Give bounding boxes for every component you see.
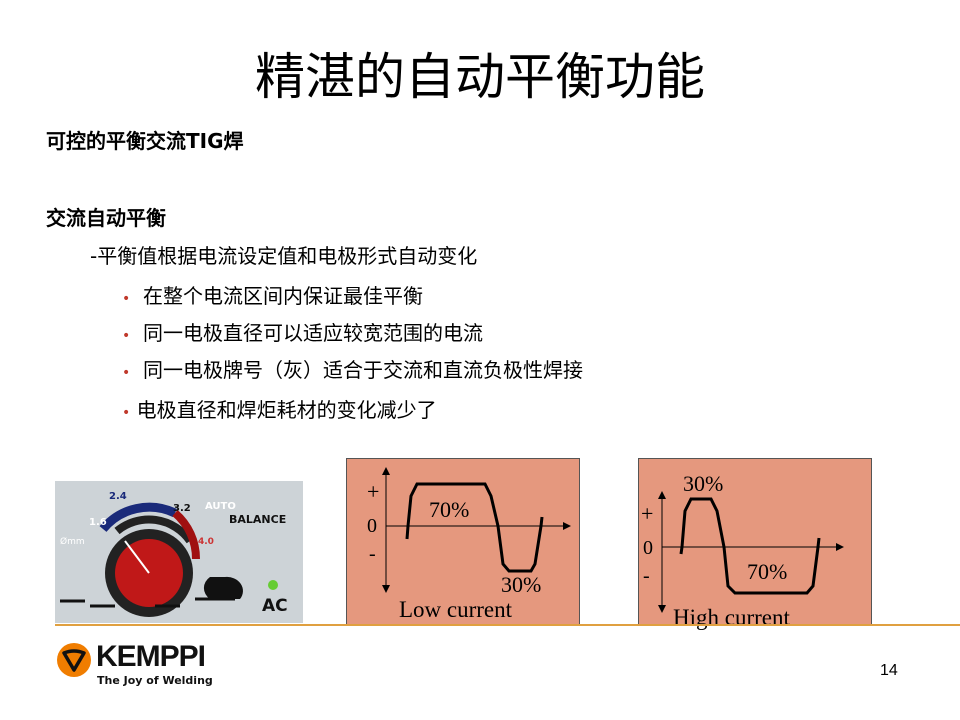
bullet-icon: • bbox=[122, 328, 131, 344]
label-1-6: 1.6 bbox=[89, 517, 107, 528]
minus-label: - bbox=[643, 565, 650, 587]
bullet-text: 电极直径和焊炬耗材的变化减少了 bbox=[136, 398, 437, 422]
kemppi-logo: KEMPPI The Joy of Welding bbox=[56, 640, 216, 688]
label-auto: AUTO bbox=[205, 501, 236, 512]
label-2-4: 2.4 bbox=[109, 491, 127, 502]
bullet-item: • 电极直径和焊炬耗材的变化减少了 bbox=[122, 397, 437, 426]
bullet-text: 同一电极直径可以适应较宽范围的电流 bbox=[142, 321, 483, 345]
heading-auto-balance: 交流自动平衡 bbox=[46, 206, 166, 230]
positive-percent: 30% bbox=[683, 471, 724, 496]
knob-icon bbox=[60, 502, 278, 617]
sub-point: -平衡值根据电流设定值和电极形式自动变化 bbox=[90, 244, 478, 268]
negative-percent: 30% bbox=[501, 572, 542, 597]
logo-tagline: The Joy of Welding bbox=[97, 674, 213, 687]
page-number: 14 bbox=[880, 662, 898, 679]
label-4-0: 4.0 bbox=[198, 537, 214, 547]
label-mm: Ømm bbox=[60, 537, 85, 547]
slide-title: 精湛的自动平衡功能 bbox=[255, 48, 705, 106]
label-ac: AC bbox=[262, 596, 288, 616]
high-current-waveform bbox=[658, 491, 844, 613]
bullet-icon: • bbox=[122, 291, 131, 307]
bullet-text: 在整个电流区间内保证最佳平衡 bbox=[142, 284, 423, 308]
bullet-icon: • bbox=[122, 405, 131, 421]
kemppi-logo-icon bbox=[57, 643, 91, 677]
bullet-item: • 在整个电流区间内保证最佳平衡 bbox=[122, 283, 423, 312]
heading-controllable-balance: 可控的平衡交流TIG焊 bbox=[46, 129, 244, 153]
footer-divider bbox=[55, 624, 960, 626]
positive-percent: 70% bbox=[429, 497, 470, 522]
minus-label: - bbox=[369, 543, 376, 565]
low-current-waveform bbox=[382, 467, 571, 593]
negative-percent: 70% bbox=[747, 559, 788, 584]
bullet-item: • 同一电极直径可以适应较宽范围的电流 bbox=[122, 320, 483, 349]
plus-label: + bbox=[641, 501, 654, 526]
zero-label: 0 bbox=[643, 537, 653, 559]
caption: High current bbox=[673, 605, 790, 630]
low-current-diagram: + 0 - 70% 30% Low current bbox=[346, 458, 580, 626]
label-3-2: 3.2 bbox=[173, 503, 191, 514]
zero-label: 0 bbox=[367, 515, 377, 537]
bullet-icon: • bbox=[122, 365, 131, 381]
plus-label: + bbox=[367, 479, 380, 504]
caption: Low current bbox=[399, 597, 513, 622]
bullet-item: • 同一电极牌号（灰）适合于交流和直流负极性焊接 bbox=[122, 357, 583, 386]
high-current-diagram: + 0 - 30% 70% High current bbox=[638, 458, 872, 630]
balance-control-panel-image: 1.6 2.4 3.2 AUTO BALANCE Ømm 4.0 AC bbox=[55, 481, 303, 623]
label-balance: BALANCE bbox=[229, 513, 287, 526]
logo-wordmark: KEMPPI bbox=[96, 640, 206, 673]
bullet-text: 同一电极牌号（灰）适合于交流和直流负极性焊接 bbox=[142, 358, 583, 382]
